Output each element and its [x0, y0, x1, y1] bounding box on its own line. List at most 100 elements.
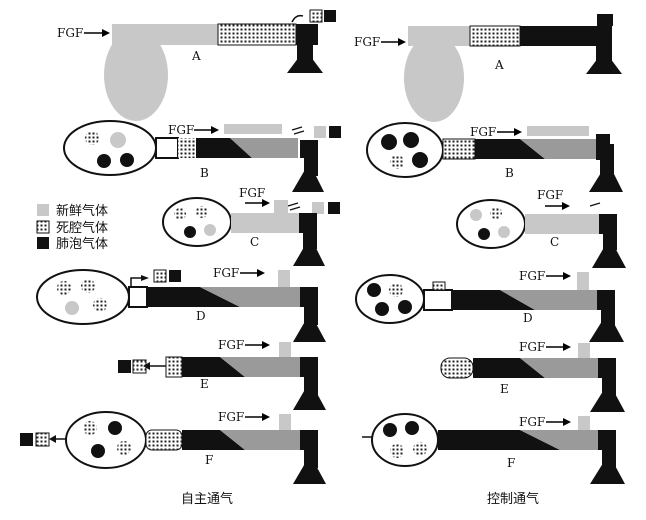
fgf-stream: [578, 416, 590, 430]
lung-bag: [65, 411, 147, 469]
gas-dead: [390, 155, 404, 169]
gas-alv: [405, 421, 419, 435]
fgf-arrowhead: [262, 413, 270, 421]
gas-alv: [120, 153, 134, 167]
valve-mark: [289, 206, 301, 211]
gas-dead: [413, 442, 427, 456]
gas-alv: [97, 154, 111, 168]
tube-dead: [178, 138, 196, 158]
legend-mini-alv: [20, 433, 33, 446]
legend-label-fresh: 新鲜气体: [56, 203, 108, 219]
tube-mixed: [520, 139, 596, 159]
fgf-label: FGF: [519, 269, 545, 283]
legend-label-dead: 死腔气体: [56, 220, 108, 236]
gas-dead: [490, 207, 502, 219]
fgf-label: FGF: [213, 266, 239, 280]
face-mask: [592, 244, 626, 268]
exhaust-arrowhead: [141, 275, 149, 281]
gas-alv: [383, 423, 397, 437]
right-stage-e: FGF E: [440, 340, 625, 412]
fgf-arrowhead: [563, 418, 571, 426]
tube-alveolar: [182, 430, 245, 450]
legend-swatch-dead: [36, 220, 50, 234]
gas-dead: [81, 279, 95, 293]
tube-neck: [155, 137, 179, 159]
face-mask: [590, 460, 625, 484]
valve-box: [596, 134, 610, 144]
tube-fresh: [408, 26, 470, 46]
fgf-stream: [527, 126, 589, 136]
stage-label-f: F: [205, 453, 213, 467]
tube-dead: [145, 429, 183, 451]
gas-dead: [390, 444, 404, 458]
left-stage-f: FGF F: [20, 410, 326, 484]
fgf-label: FGF: [218, 338, 244, 352]
valve-box: [432, 281, 446, 291]
left-stage-b: FGF B: [63, 120, 341, 192]
gas-alv: [91, 444, 105, 458]
legend-mini-alv: [329, 126, 341, 138]
valve-mark: [589, 202, 601, 207]
left-stage-a: FGF A: [57, 9, 336, 121]
fgf-arrowhead: [563, 343, 571, 351]
gas-alv: [412, 152, 428, 168]
lung-bag: [366, 122, 444, 178]
fgf-stream: [224, 124, 282, 134]
gas-alv: [478, 228, 490, 240]
tube-end: [300, 357, 318, 377]
stage-label-d: D: [523, 311, 533, 325]
stage-label-e: E: [200, 377, 209, 391]
fgf-arrowhead: [257, 269, 265, 277]
tube-dead: [440, 357, 474, 379]
gas-alv: [108, 421, 122, 435]
fgf-stream: [274, 200, 288, 213]
tube-mixed: [220, 430, 300, 450]
fgf-arrowhead: [563, 272, 571, 280]
fgf-label: FGF: [168, 123, 194, 137]
stage-label-f: F: [507, 456, 515, 470]
face-mask: [293, 460, 326, 484]
legend-mini-alv: [169, 270, 181, 282]
fgf-label: FGF: [239, 186, 265, 200]
gas-alv: [184, 226, 196, 238]
right-stage-b: FGF B: [366, 122, 623, 192]
tube-fresh: [525, 214, 599, 234]
tube-fresh: [112, 24, 218, 45]
face-mask: [292, 168, 324, 192]
tube-alveolar: [182, 357, 245, 377]
stage-label-b: B: [505, 166, 514, 180]
lung-bag: [371, 413, 439, 467]
legend: 新鲜气体 死腔气体 肺泡气体: [36, 203, 108, 252]
fgf-stream: [578, 343, 590, 358]
tube-end: [597, 290, 615, 310]
right-stage-c: FGF C: [456, 188, 626, 268]
lung-bag: [63, 120, 157, 176]
tube-mixed: [500, 290, 597, 310]
legend-mini-fresh: [314, 126, 326, 138]
legend-mini-dead: [153, 269, 167, 283]
tube-mixed: [200, 287, 300, 307]
stage-label-e: E: [500, 382, 509, 396]
fgf-arrowhead: [398, 38, 406, 46]
lung-bag: [456, 199, 526, 249]
fgf-label: FGF: [57, 26, 83, 40]
lung-bag: [36, 269, 130, 325]
left-stage-c: FGF C: [162, 186, 340, 266]
legend-label-alveolar: 肺泡气体: [56, 236, 108, 252]
gas-alv: [403, 132, 419, 148]
fgf-arrowhead: [562, 202, 570, 210]
exhaust-arrowhead: [49, 435, 56, 443]
fgf-arrowhead: [211, 126, 219, 134]
legend-mini-alv: [118, 360, 131, 373]
stage-label-c: C: [550, 235, 559, 249]
fgf-arrowhead: [262, 341, 270, 349]
tube-fresh: [231, 213, 299, 233]
left-stage-d: FGF D: [36, 266, 326, 342]
fgf-arrowhead: [262, 199, 270, 207]
reservoir-bag: [404, 34, 464, 122]
face-mask: [586, 50, 622, 74]
right-stage-f: FGF F: [362, 413, 625, 484]
fgf-label: FGF: [470, 125, 496, 139]
